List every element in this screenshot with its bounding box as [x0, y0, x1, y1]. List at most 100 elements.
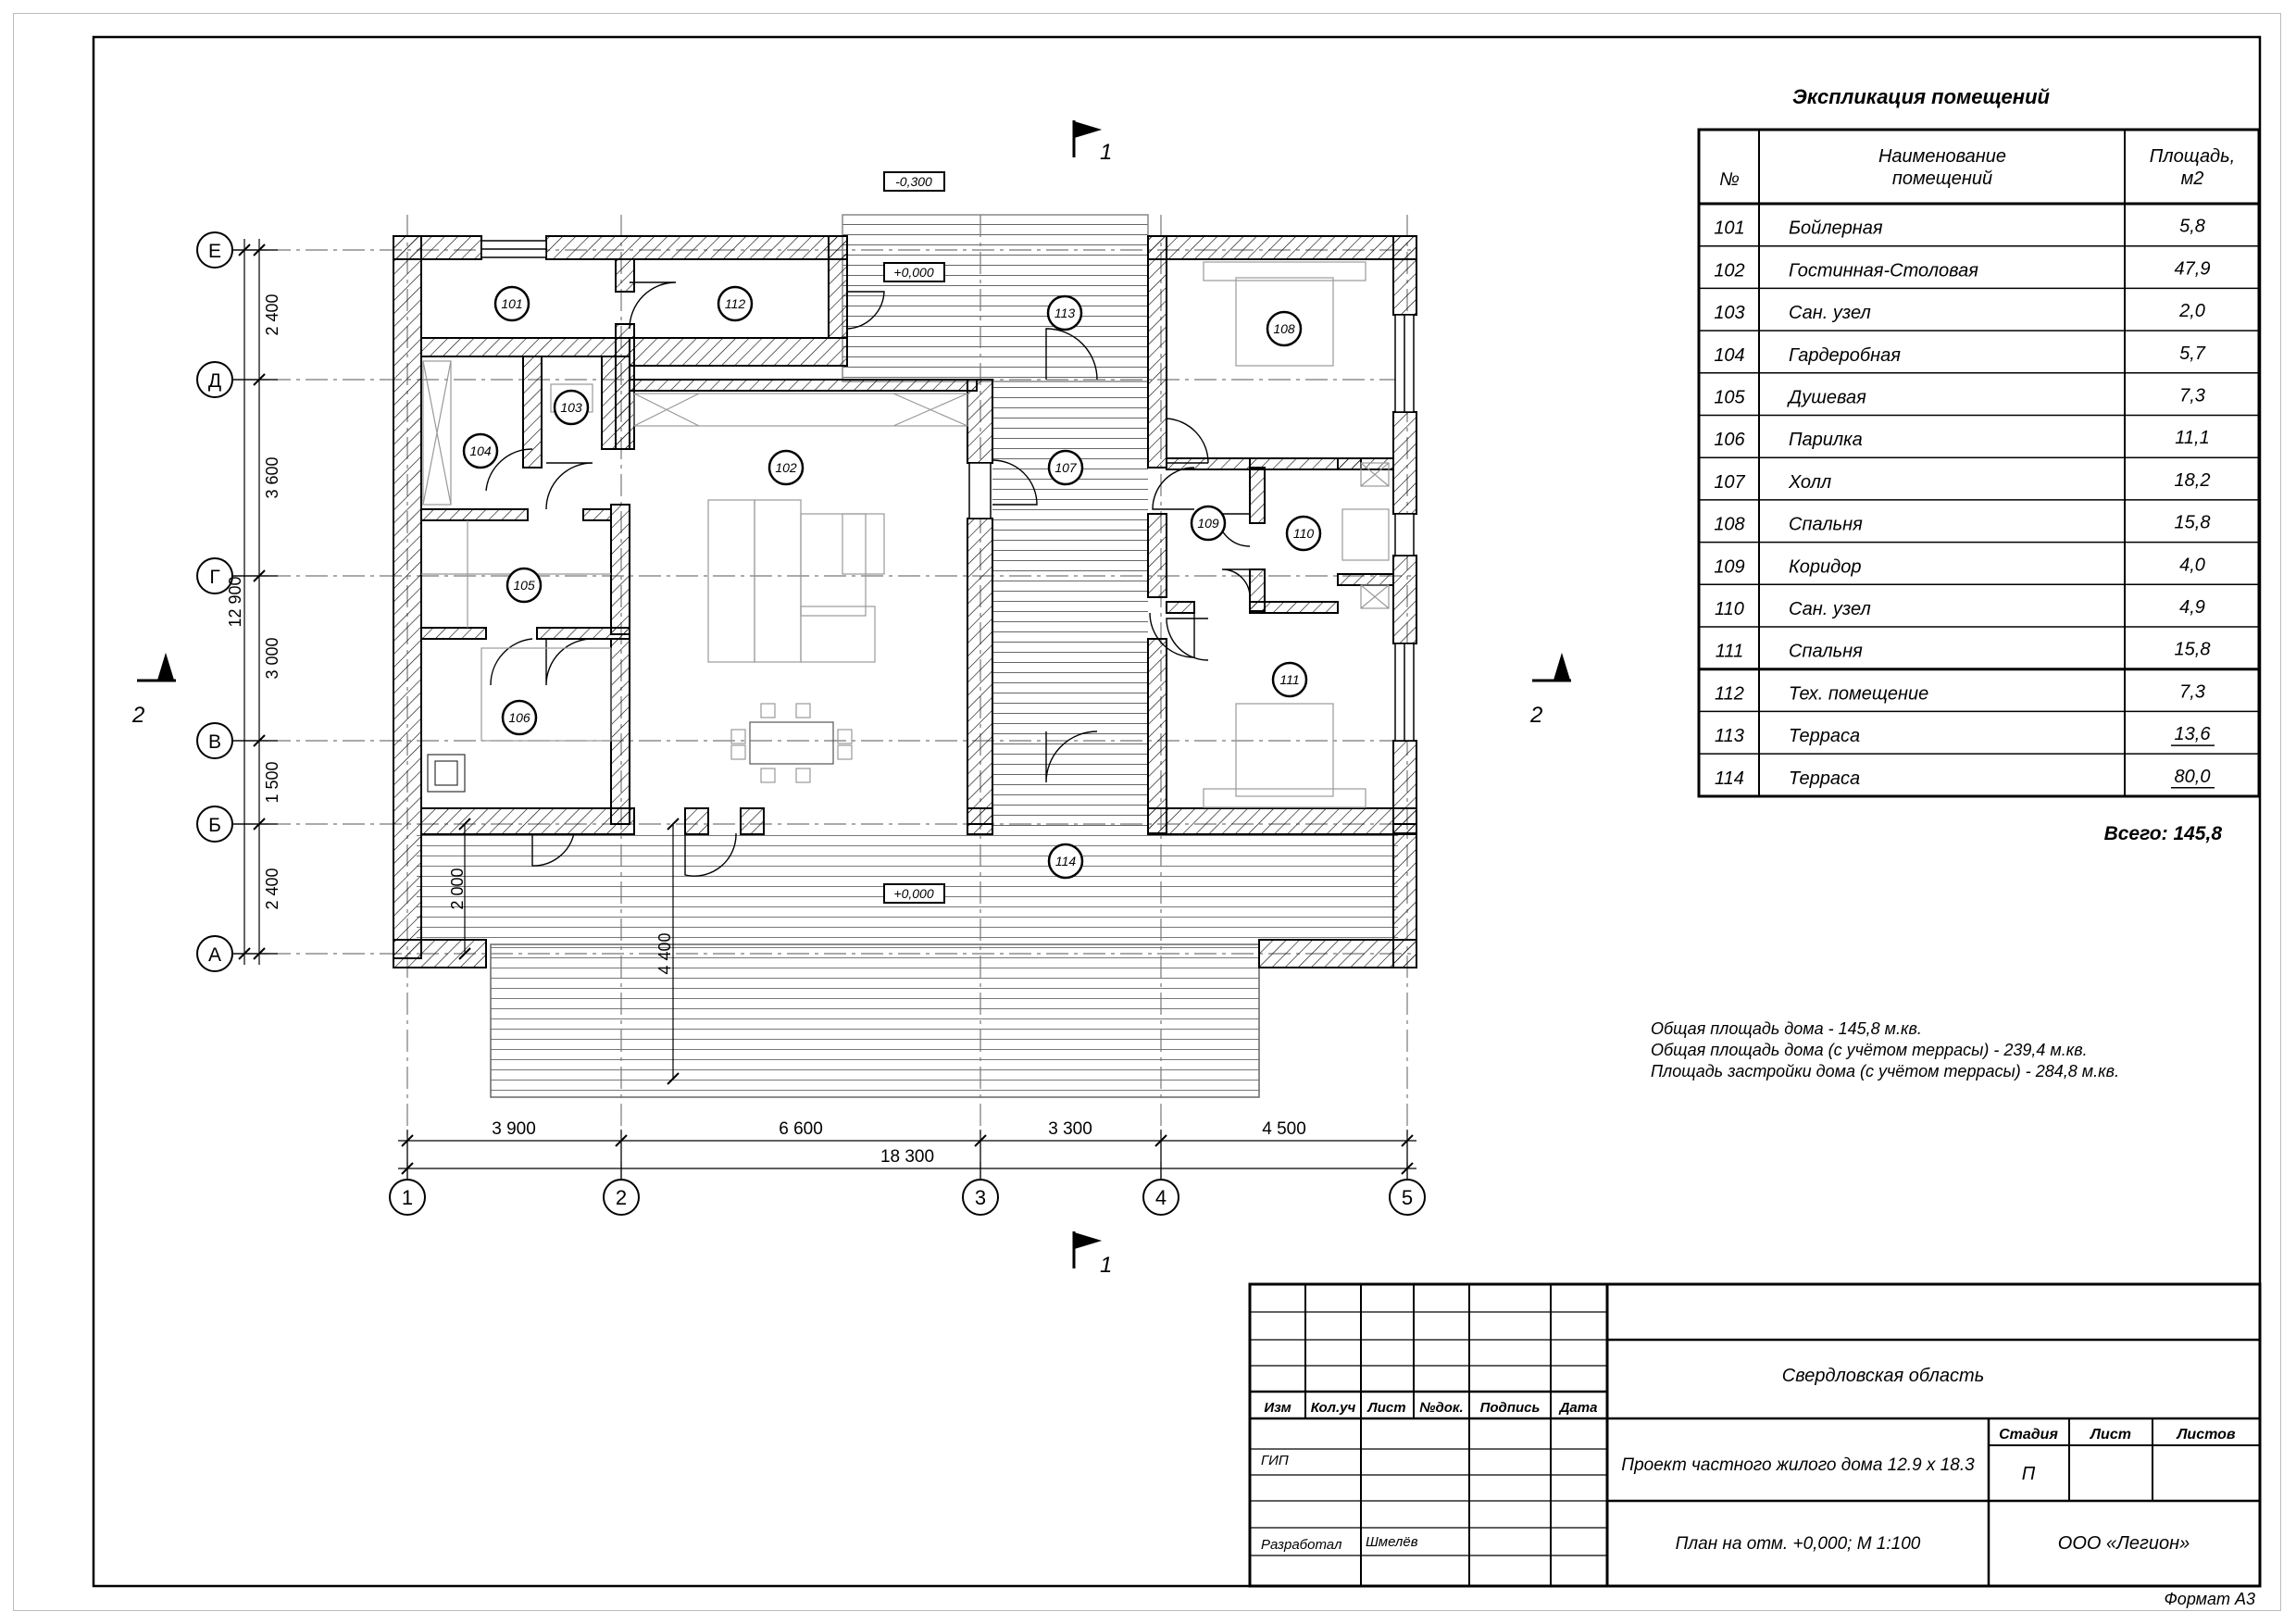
title-block-col-header: Изм — [1264, 1400, 1291, 1416]
dimension-ticks — [238, 244, 1414, 1175]
row-area: 7,3 — [2179, 386, 2205, 406]
row-area: 11,1 — [2175, 428, 2209, 448]
row-area: 18,2 — [2175, 470, 2211, 491]
room-tag-label: 102 — [775, 460, 797, 475]
row-area: 4,9 — [2179, 597, 2205, 618]
walls — [393, 235, 1417, 968]
sheet-header: Лист — [2090, 1427, 2131, 1443]
title-block — [1248, 1282, 2262, 1588]
level-mark: -0,300 — [895, 174, 932, 189]
explication-header-area: Площадь,м2 — [2150, 146, 2235, 189]
row-area: 15,8 — [2175, 513, 2211, 533]
level-marks: -0,300 +0,000 +0,000 — [883, 171, 945, 904]
explication-row: 105 Душевая 7,3 — [1699, 386, 2259, 417]
room-tags: 1011021031041051061071081091101111121131… — [462, 285, 1322, 880]
explication-header-num: № — [1719, 169, 1740, 190]
row-num: 106 — [1714, 430, 1745, 450]
role-gip: ГИП — [1261, 1453, 1289, 1468]
explication-row: 108 Спальня 15,8 — [1699, 513, 2259, 543]
row-name: Гардеробная — [1789, 345, 1901, 366]
axis-bubble-v: 4 — [1142, 1162, 1179, 1216]
row-num: 105 — [1714, 388, 1745, 408]
row-name: Душевая — [1787, 388, 1866, 408]
room-tag: 113 — [1046, 294, 1083, 331]
row-num: 109 — [1714, 556, 1744, 577]
dim-left-4: 1 500 — [263, 761, 281, 803]
room-tag-label: 107 — [1054, 460, 1078, 475]
explication-row: 101 Бойлерная 5,8 — [1699, 217, 2259, 247]
row-area: 4,0 — [2179, 555, 2205, 575]
level-mark: +0,000 — [893, 265, 933, 280]
room-tag-label: 109 — [1197, 516, 1219, 531]
axis-bubble-v: 5 — [1389, 1162, 1426, 1216]
room-tag: 105 — [505, 567, 543, 604]
row-num: 112 — [1715, 683, 1744, 704]
row-area: 7,3 — [2179, 681, 2205, 702]
doors — [485, 281, 1251, 877]
axis-label: 5 — [1402, 1186, 1413, 1209]
row-name: Спальня — [1789, 515, 1863, 535]
row-area: 15,8 — [2175, 640, 2211, 660]
dim-left-3: 3 000 — [263, 637, 281, 679]
dim-left-2: 3 600 — [263, 456, 281, 498]
axis-bubble-h: В — [196, 722, 268, 759]
room-tag: 114 — [1047, 843, 1084, 880]
dim-terrace-depth: 2 000 — [448, 868, 467, 909]
note-line: Площадь застройки дома (с учётом террасы… — [1651, 1062, 2119, 1081]
axis-label: 1 — [402, 1186, 413, 1209]
row-num: 107 — [1714, 472, 1745, 493]
level-mark-box — [883, 171, 945, 192]
row-num: 111 — [1716, 642, 1743, 662]
room-tag-label: 106 — [508, 710, 530, 725]
row-area: 5,7 — [2179, 344, 2206, 364]
dim-left-5: 2 400 — [263, 868, 281, 909]
title-block-col-header: Лист — [1366, 1400, 1405, 1416]
axis-bubble-v: 3 — [962, 1162, 999, 1216]
room-tag: 111 — [1271, 661, 1308, 698]
room-tag: 109 — [1190, 505, 1227, 542]
region: Свердловская область — [1782, 1366, 1984, 1386]
stage-header: Стадия — [1999, 1427, 2058, 1443]
company-name: ООО «Легион» — [2058, 1533, 2190, 1554]
room-tag: 103 — [553, 389, 590, 426]
title-block-col-header: №док. — [1419, 1400, 1463, 1416]
row-name: Сан. узел — [1789, 303, 1871, 323]
terrace-extension-boards — [490, 943, 1260, 1098]
row-name: Терраса — [1789, 726, 1860, 746]
axis-label: Д — [208, 370, 221, 392]
dim-bottom-total: 18 300 — [880, 1147, 934, 1167]
axis-label: Г — [209, 567, 219, 588]
room-tag: 101 — [493, 285, 530, 322]
row-name: Парилка — [1789, 430, 1863, 450]
role-developer: Разработал — [1261, 1537, 1342, 1553]
row-num: 113 — [1715, 726, 1744, 746]
axis-label: Е — [208, 241, 221, 262]
room-tag: 112 — [717, 285, 754, 322]
dim-bottom-3: 3 300 — [1048, 1119, 1092, 1139]
room-tag-label: 108 — [1273, 321, 1295, 336]
room-tag: 102 — [767, 449, 805, 486]
room-tag-label: 101 — [501, 296, 522, 311]
row-num: 102 — [1714, 260, 1744, 281]
explication-total: Всего: 145,8 — [2104, 823, 2223, 844]
axis-bubble-v: 2 — [603, 1162, 640, 1216]
row-name: Гостинная-Столовая — [1789, 260, 1978, 281]
row-num: 101 — [1714, 219, 1744, 239]
row-num: 108 — [1714, 515, 1744, 535]
level-mark: +0,000 — [893, 886, 933, 901]
row-area: 5,8 — [2179, 217, 2205, 237]
room-tag: 107 — [1047, 449, 1084, 486]
title-block-col-header: Дата — [1558, 1400, 1598, 1416]
row-name: Сан. узел — [1789, 599, 1871, 619]
dim-bottom-1: 3 900 — [492, 1119, 536, 1139]
row-name: Бойлерная — [1789, 219, 1883, 239]
